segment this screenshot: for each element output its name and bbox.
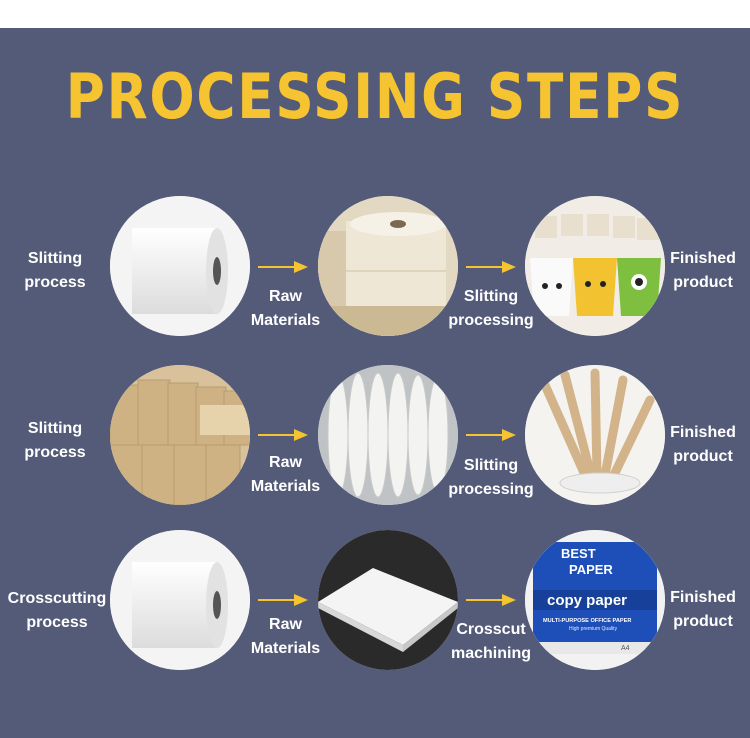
start-label: Crosscutting process xyxy=(7,590,107,631)
arrow-right-icon xyxy=(466,594,516,606)
ream-product-name: copy paper xyxy=(547,592,627,609)
process-row-1: Slitting process Raw Materials xyxy=(0,196,750,346)
ream-size: A4 xyxy=(621,645,630,652)
arrow-right-icon xyxy=(466,261,516,273)
arrow-right-icon xyxy=(258,261,308,273)
finished-product-label: Finished product xyxy=(670,424,736,465)
process-row-2: Slitting process Raw Materials xyxy=(0,365,750,515)
paper-sheet-stack-image xyxy=(318,530,458,670)
ream-subtitle-2: High premium Quality xyxy=(569,626,618,632)
arrow-right-icon xyxy=(258,594,308,606)
raw-materials-label: Raw Materials xyxy=(250,288,321,329)
white-paper-roll-image xyxy=(110,530,250,670)
ream-subtitle-1: MULTI-PURPOSE OFFICE PAPER xyxy=(543,618,631,624)
finished-product-label: Finished product xyxy=(670,250,736,291)
process-row-3: Crosscutting process Raw Materials xyxy=(0,530,750,680)
slitting-processing-label: Slitting processing xyxy=(448,288,534,329)
arrow-right-icon xyxy=(258,429,308,441)
crosscut-machining-label: Crosscut machining xyxy=(450,621,531,662)
jumbo-paper-rolls-image xyxy=(318,196,458,336)
paper-straws-image xyxy=(525,365,665,505)
raw-materials-label: Raw Materials xyxy=(250,454,321,495)
raw-materials-label: Raw Materials xyxy=(250,616,321,657)
paper-cups-image xyxy=(525,196,665,336)
ream-brand-line2: PAPER xyxy=(569,562,613,577)
slitting-processing-label: Slitting processing xyxy=(448,457,534,498)
arrow-right-icon xyxy=(466,429,516,441)
white-paper-roll-image xyxy=(110,196,250,336)
ream-brand-line1: BEST xyxy=(561,546,596,561)
copy-paper-ream-image: BEST PAPER copy paper MULTI-PURPOSE OFFI… xyxy=(525,530,665,670)
finished-product-label: Finished product xyxy=(670,589,736,630)
kraft-paper-warehouse-image xyxy=(110,365,250,505)
start-label: Slitting process xyxy=(24,250,86,291)
slit-paper-reels-image xyxy=(318,365,458,505)
page-title: PROCESSING STEPS xyxy=(65,60,685,133)
start-label: Slitting process xyxy=(24,420,86,461)
